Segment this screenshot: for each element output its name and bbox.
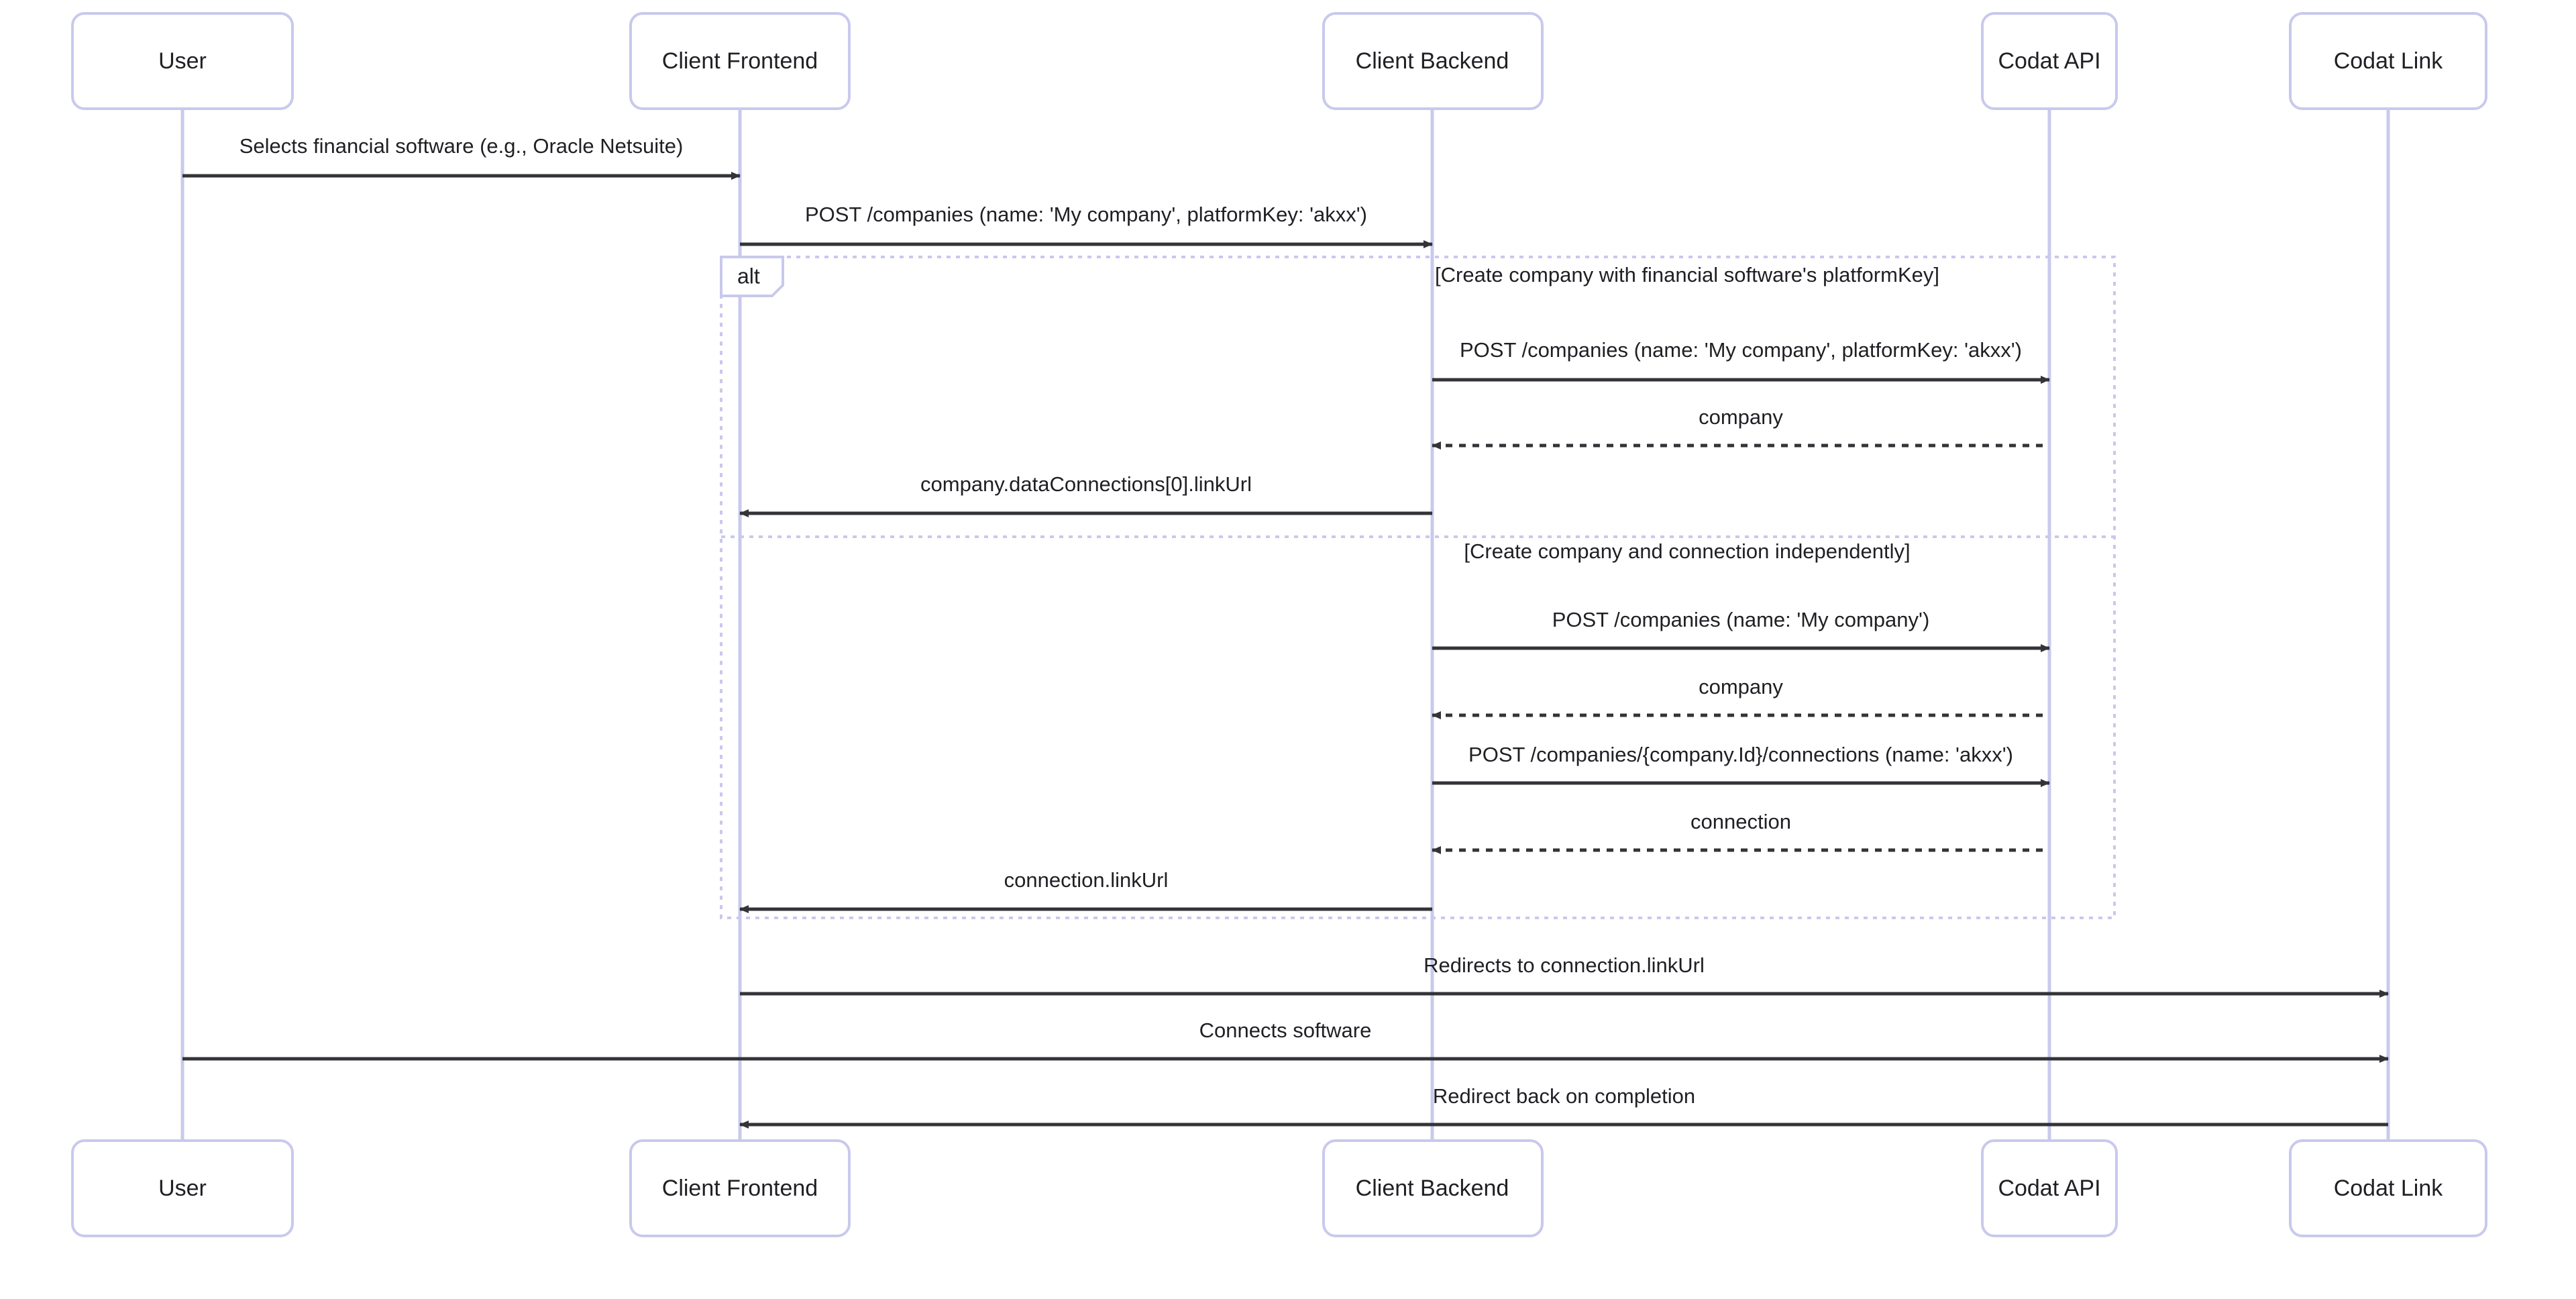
participant-codatlink-top[interactable]: Codat Link	[2289, 12, 2487, 110]
message-m8: POST /companies/{company.Id}/connections…	[1432, 743, 2050, 787]
alt-section-condition-0: [Create company with financial software'…	[1435, 263, 1939, 287]
alt-section-condition-1: [Create company and connection independe…	[1464, 539, 1910, 563]
message-m11: Redirects to connection.linkUrl	[740, 953, 2389, 998]
participant-label-frontend-top: Client Frontend	[662, 48, 818, 74]
messages-group: Selects financial software (e.g., Oracle…	[182, 134, 2389, 1129]
participant-box-codatapi-top	[1981, 12, 2118, 110]
message-label-m11: Redirects to connection.linkUrl	[1424, 953, 1705, 977]
participant-label-codatapi-bottom: Codat API	[1998, 1176, 2100, 1201]
participant-label-codatapi-top: Codat API	[1998, 48, 2100, 74]
message-label-m2: POST /companies (name: 'My company', pla…	[805, 203, 1367, 226]
participant-label-codatlink-top: Codat Link	[2334, 48, 2444, 74]
alt-fragment-border	[720, 256, 2116, 919]
participant-label-backend-bottom: Client Backend	[1356, 1176, 1509, 1201]
alt-fragment-tab-label: alt	[737, 264, 760, 288]
participant-box-backend-top	[1322, 12, 1544, 110]
participant-backend-top[interactable]: Client Backend	[1322, 12, 1544, 110]
participants-bottom-group: User Client Frontend Client Backend Codat A…	[71, 1139, 2487, 1237]
message-m2: POST /companies (name: 'My company', pla…	[740, 203, 1433, 248]
participants-top-group: User Client Frontend Client Backend Codat A…	[71, 12, 2487, 110]
participant-box-codatlink-top	[2289, 12, 2487, 110]
message-label-m4: company	[1699, 405, 1783, 429]
participant-box-frontend-top	[629, 12, 851, 110]
participant-codatapi-top[interactable]: Codat API	[1981, 12, 2118, 110]
message-label-m9: connection	[1690, 810, 1791, 833]
message-m4: company	[1432, 405, 2049, 450]
message-label-m5: company.dataConnections[0].linkUrl	[920, 472, 1252, 496]
participant-box-user-top	[71, 12, 294, 110]
message-m10: connection.linkUrl	[739, 868, 1432, 913]
message-m3: POST /companies (name: 'My company', pla…	[1432, 338, 2050, 384]
participant-label-backend-top: Client Backend	[1356, 48, 1509, 74]
message-m9: connection	[1432, 810, 2049, 854]
participant-frontend-bottom[interactable]: Client Frontend	[629, 1139, 851, 1237]
message-label-m6: POST /companies (name: 'My company')	[1552, 608, 1930, 631]
lifelines-group	[180, 109, 2390, 1141]
participant-box-codatlink-bottom	[2289, 1139, 2487, 1237]
message-m7: company	[1432, 675, 2049, 719]
participant-backend-bottom[interactable]: Client Backend	[1322, 1139, 1544, 1237]
participant-frontend-top[interactable]: Client Frontend	[629, 12, 851, 110]
participant-box-frontend-bottom	[629, 1139, 851, 1237]
participant-label-frontend-bottom: Client Frontend	[662, 1176, 818, 1201]
message-label-m12: Connects software	[1199, 1019, 1372, 1042]
message-label-m13: Redirect back on completion	[1433, 1084, 1695, 1108]
participant-label-user-bottom: User	[158, 1176, 207, 1201]
message-label-m3: POST /companies (name: 'My company', pla…	[1460, 338, 2022, 362]
participant-user-bottom[interactable]: User	[71, 1139, 294, 1237]
participant-user-top[interactable]: User	[71, 12, 294, 110]
alt-fragment-tab	[720, 256, 784, 297]
message-m1: Selects financial software (e.g., Oracle…	[182, 134, 741, 180]
participant-box-backend-bottom	[1322, 1139, 1544, 1237]
participant-codatapi-bottom[interactable]: Codat API	[1981, 1139, 2118, 1237]
participant-box-user-bottom	[71, 1139, 294, 1237]
participant-codatlink-bottom[interactable]: Codat Link	[2289, 1139, 2487, 1237]
message-m5: company.dataConnections[0].linkUrl	[739, 472, 1432, 517]
message-label-m1: Selects financial software (e.g., Oracle…	[239, 134, 684, 158]
message-label-m10: connection.linkUrl	[1004, 868, 1169, 892]
message-m12: Connects software	[182, 1019, 2389, 1063]
message-m13: Redirect back on completion	[739, 1084, 2388, 1129]
participant-label-codatlink-bottom: Codat Link	[2334, 1176, 2444, 1201]
participant-label-user-top: User	[158, 48, 207, 74]
message-m6: POST /companies (name: 'My company')	[1432, 608, 2050, 652]
alt-fragment-group: [Create company with financial software'…	[720, 256, 2116, 919]
message-label-m7: company	[1699, 675, 1783, 698]
message-label-m8: POST /companies/{company.Id}/connections…	[1468, 743, 2013, 766]
participant-box-codatapi-bottom	[1981, 1139, 2118, 1237]
